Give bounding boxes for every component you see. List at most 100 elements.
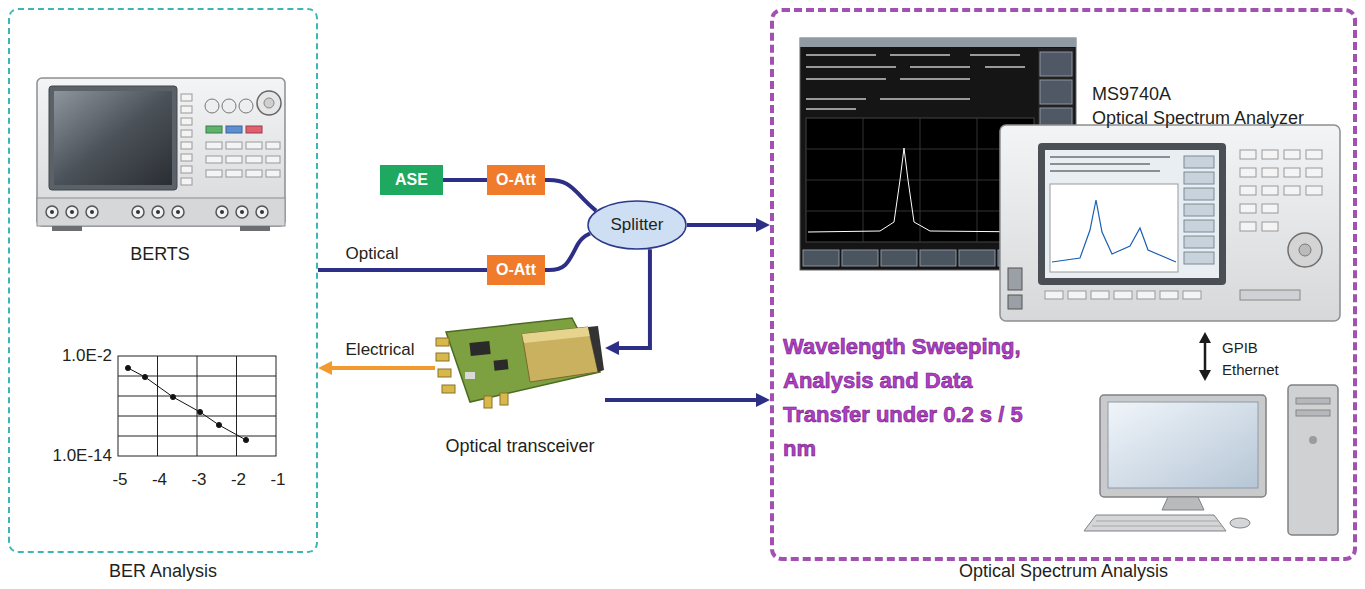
- drawing-part: [1299, 244, 1311, 256]
- drawing-part: [959, 250, 995, 266]
- drawing-part: [206, 142, 222, 149]
- drawing-part: [181, 178, 192, 185]
- drawing-part: [66, 206, 78, 218]
- connector: [330, 366, 435, 370]
- drawing-part: [1306, 168, 1322, 177]
- axis-tick: -5: [112, 470, 127, 490]
- drawing-part: [1240, 186, 1256, 195]
- drawing-part: [1183, 291, 1201, 299]
- drawing-part: [1240, 204, 1256, 213]
- drawing-part: [1306, 186, 1322, 195]
- drawing-part: [1296, 398, 1330, 404]
- drawing-part: [181, 166, 192, 173]
- drawing-part: [216, 422, 221, 427]
- drawing-part: [49, 86, 177, 190]
- drawing-part: [806, 66, 896, 68]
- drawing-part: [1160, 291, 1178, 299]
- drawing-part: [181, 130, 192, 137]
- drawing-part: [197, 409, 202, 414]
- drawing-part: [1262, 150, 1278, 159]
- drawing-part: [1008, 295, 1022, 309]
- drawing-part: [118, 356, 276, 456]
- drawing-part: [890, 54, 950, 56]
- drawing-part: [181, 154, 192, 161]
- drawing-part: [118, 416, 276, 417]
- source-box: ASE: [380, 165, 443, 195]
- drawing-part: [842, 250, 878, 266]
- attenuator-box: O-Att: [487, 165, 545, 195]
- drawing-part: [494, 359, 509, 370]
- drawing-part: [806, 98, 866, 100]
- drawing-part: [246, 142, 262, 149]
- drawing-part: [1050, 163, 1150, 165]
- connector: [617, 249, 650, 348]
- region-panel: Optical Spectrum Analysis MS9740AOptical …: [770, 8, 1357, 585]
- computer: [1084, 385, 1338, 535]
- region-title: Optical Spectrum Analysis: [959, 561, 1168, 585]
- attenuator-box: O-Att: [487, 255, 545, 285]
- model-name: MS9740A: [1092, 84, 1345, 108]
- drawing-part: [1240, 290, 1300, 300]
- drawing-part: [1184, 252, 1214, 264]
- interface-label: GPIB Ethernet: [1222, 337, 1294, 381]
- drawing-part: [1184, 156, 1214, 168]
- drawing-part: [170, 394, 175, 399]
- drawing-part: [1091, 291, 1109, 299]
- drawing-part: [181, 142, 192, 149]
- drawing-part: [863, 118, 864, 242]
- drawing-part: [1092, 526, 1222, 527]
- label-slot: 1.0E-2: [62, 346, 112, 366]
- drawing-part: [226, 126, 242, 133]
- drawing-part: [484, 396, 492, 408]
- drawing-part: [236, 206, 248, 218]
- drawing-part: [1284, 186, 1300, 195]
- drawing-part: [266, 170, 280, 177]
- drawing-part: [206, 156, 222, 163]
- drawing-part: [1309, 436, 1317, 444]
- drawing-part: [920, 118, 921, 242]
- drawing-part: [1108, 402, 1258, 488]
- drawing-part: [900, 78, 970, 80]
- drawing-part: [1288, 385, 1338, 535]
- drawing-part: [132, 206, 144, 218]
- label-slot: 1.0E-14: [52, 446, 112, 466]
- drawing-part: [157, 356, 158, 456]
- drawing-part: [181, 94, 192, 101]
- drawing-part: [226, 156, 242, 163]
- drawing-part: [1000, 125, 1340, 321]
- drawing-part: [240, 210, 244, 214]
- drawing-part: [1184, 188, 1214, 200]
- drawing-part: [220, 210, 224, 214]
- drawing-part: [1230, 518, 1250, 528]
- drawing-part: [1184, 220, 1214, 232]
- drawing-part: [136, 210, 140, 214]
- drawing-part: [1045, 150, 1219, 278]
- drawing-part: [50, 210, 54, 214]
- connector: [443, 178, 487, 182]
- connector: [687, 223, 758, 227]
- drawing-part: [1262, 186, 1278, 195]
- drawing-part: [1068, 291, 1086, 299]
- drawing-part: [1096, 521, 1218, 522]
- ellipse-shape: [588, 201, 686, 249]
- node-label: Optical Spectrum Analyzer: [1092, 108, 1345, 132]
- drawing-part: [216, 206, 228, 218]
- drawing-part: [970, 54, 1020, 56]
- drawing-part: [1162, 497, 1204, 510]
- drawing-part: [226, 170, 242, 177]
- label-slot: Electrical: [343, 340, 418, 360]
- drawing-part: [910, 66, 970, 68]
- drawing-part: [920, 250, 956, 266]
- label-slot: -3: [191, 470, 206, 490]
- drawing-part: [1262, 222, 1278, 231]
- drawing-part: [260, 210, 264, 214]
- drawing-part: [1050, 170, 1160, 172]
- drawing-part: [1114, 291, 1132, 299]
- drawing-part: [1284, 150, 1300, 159]
- region-panel: BER AnalysisBERTS: [8, 8, 318, 585]
- axis-tick: -2: [231, 470, 246, 490]
- transceiver-module: Optical transceiver: [435, 300, 605, 458]
- drawing-part: [37, 198, 285, 226]
- transceiver-board: [436, 318, 604, 408]
- drawing-part: [803, 250, 839, 266]
